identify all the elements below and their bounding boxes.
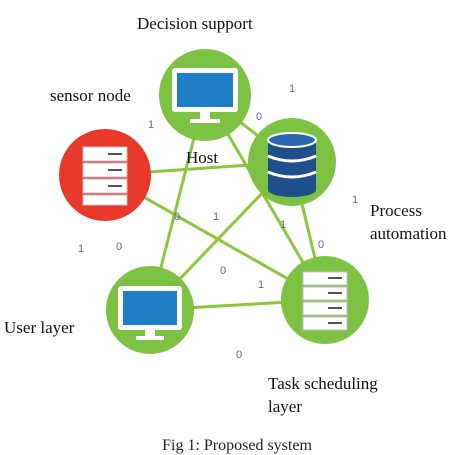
bit: 1 xyxy=(352,194,358,206)
monitor-icon xyxy=(172,68,238,123)
label-user-layer: User layer xyxy=(4,318,75,337)
figure-caption: Fig 1: Proposed system xyxy=(162,437,312,454)
server-icon xyxy=(82,146,128,206)
monitor-icon xyxy=(118,286,182,340)
label-decision-support: Decision support xyxy=(137,14,253,33)
node-host xyxy=(248,118,336,206)
bit: 0 xyxy=(236,349,242,361)
binary-digits: 1 0 1 0 1 0 1 1 0 0 1 0 1 xyxy=(78,83,358,361)
bit: 1 xyxy=(289,83,295,95)
server-icon xyxy=(302,271,348,331)
label-host: Host xyxy=(186,148,219,167)
bit: 1 xyxy=(258,279,264,291)
label-task-scheduling: Task scheduling xyxy=(268,374,378,393)
bit: 1 xyxy=(78,243,84,255)
bit: 0 xyxy=(318,239,324,251)
bit: 1 xyxy=(148,119,154,131)
bit: 0 xyxy=(220,265,226,277)
label-process: Process xyxy=(370,201,422,220)
bit: 1 xyxy=(213,211,219,223)
label-automation: automation xyxy=(370,224,447,243)
bit: 0 xyxy=(116,241,122,253)
node-user-layer xyxy=(106,266,194,354)
node-task-scheduling xyxy=(281,256,369,344)
bit: 1 xyxy=(280,219,286,231)
bit: 0 xyxy=(174,211,180,223)
label-sensor-node: sensor node xyxy=(50,86,131,105)
label-layer: layer xyxy=(268,397,302,416)
bit: 0 xyxy=(256,111,262,123)
node-decision-support xyxy=(159,49,251,141)
database-icon xyxy=(267,132,317,197)
node-sensor xyxy=(59,129,151,221)
